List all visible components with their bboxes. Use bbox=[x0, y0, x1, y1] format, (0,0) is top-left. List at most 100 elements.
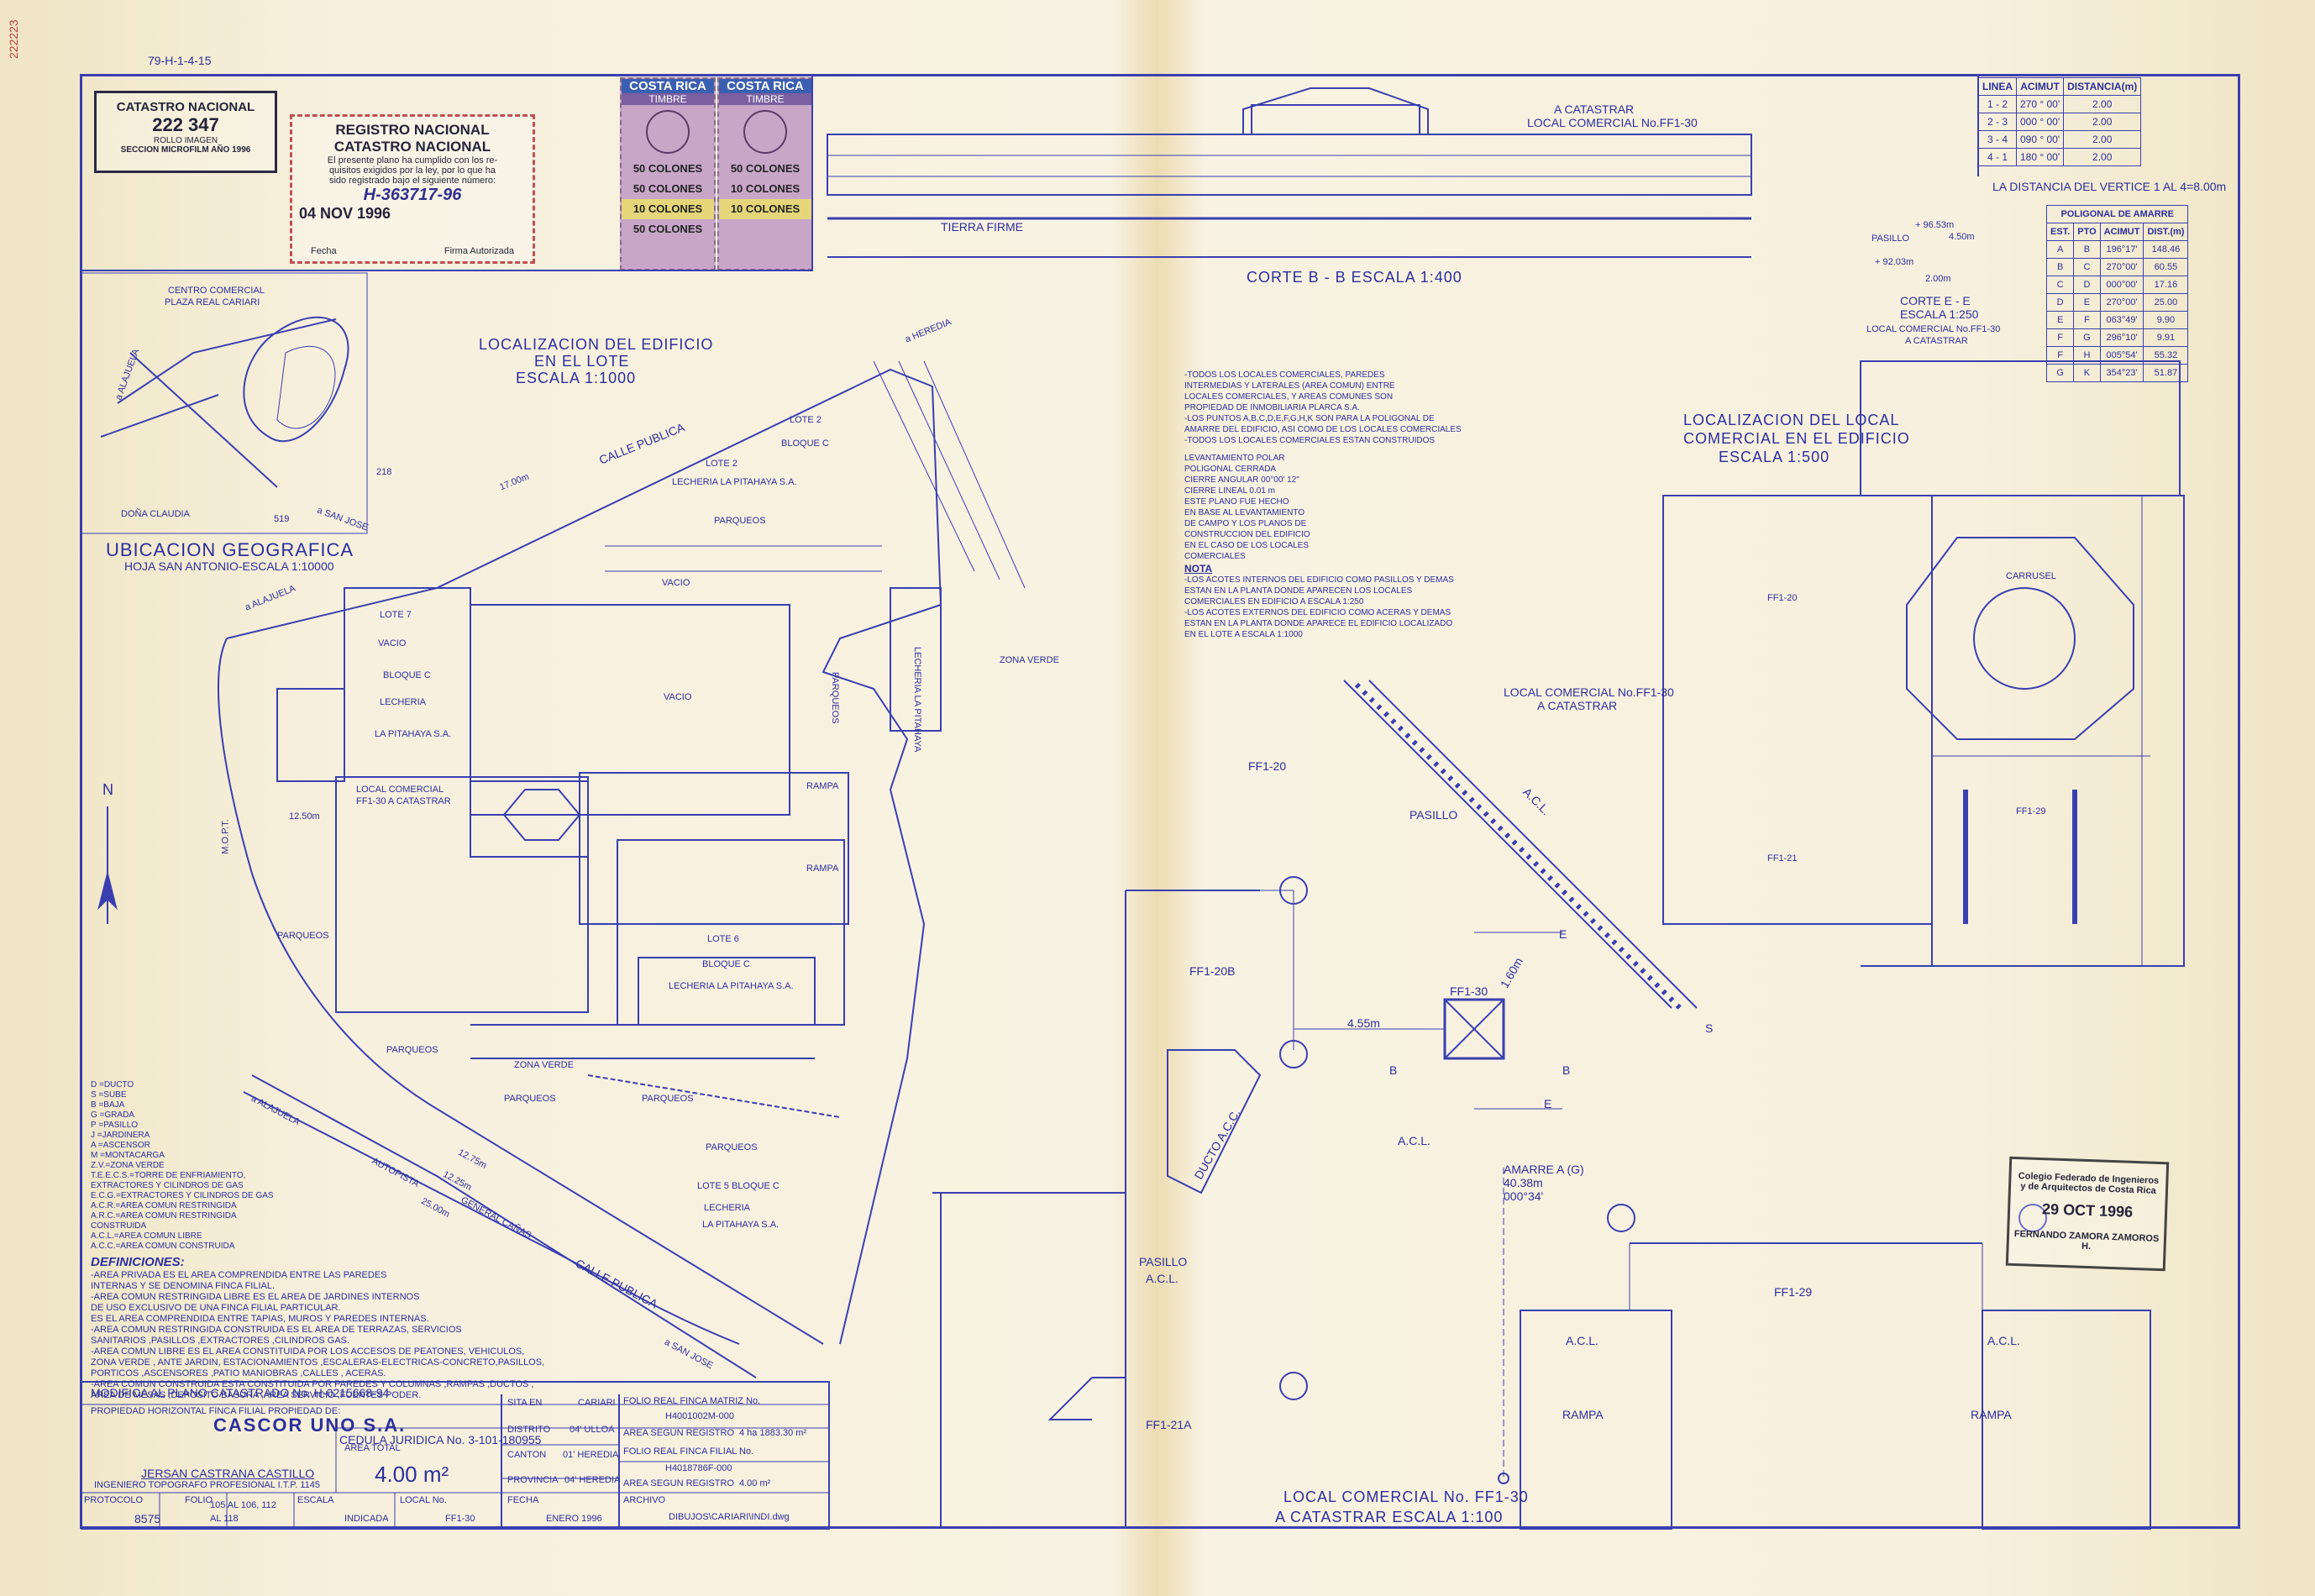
registro-title1: REGISTRO NACIONAL bbox=[335, 122, 490, 138]
map-road-dona-claudia: DOÑA CLAUDIA bbox=[121, 509, 190, 519]
floor-plan-callout2: A CATASTRAR bbox=[1537, 699, 1618, 712]
table-cell: 354°23' bbox=[2099, 364, 2144, 382]
note-line: EN EL LOTE A ESCALA 1:1000 bbox=[1184, 630, 1303, 639]
fecha-value: ENERO 1996 bbox=[546, 1514, 602, 1524]
site-plan-title1: LOCALIZACION DEL EDIFICIO bbox=[479, 336, 714, 353]
note-line: CONSTRUCCION DEL EDIFICIO bbox=[1184, 530, 1310, 539]
site-parqueos5: PARQUEOS bbox=[642, 1094, 694, 1104]
note-line: EN EL CASO DE LOS LOCALES bbox=[1184, 541, 1310, 550]
note-line: LOCALES COMERCIALES, Y AREAS COMUNES SON bbox=[1184, 392, 1394, 402]
local-label: LOCAL No. bbox=[400, 1495, 447, 1505]
table-cell: 180 ° 00' bbox=[2015, 148, 2065, 166]
table-cell: 3 - 4 bbox=[1978, 130, 2017, 149]
registro-fecha-label: Fecha bbox=[311, 246, 337, 256]
note-line: CIERRE ANGULAR 00°00' 12" bbox=[1184, 475, 1299, 485]
table-cell: B bbox=[2073, 240, 2101, 259]
engineer-title: INGENIERO TOPOGRAFO PROFESIONAL I.T.P. 1… bbox=[94, 1480, 320, 1490]
site-dim-1250: 12.50m bbox=[289, 811, 320, 822]
floor-plan-callout: LOCAL COMERCIAL No.FF1-30 bbox=[1504, 685, 1674, 699]
legend-item: G =GRADA bbox=[91, 1110, 134, 1120]
stamp1-value: 50 COLONES bbox=[633, 162, 703, 175]
stamp2-label: TIMBRE bbox=[719, 93, 811, 105]
map-node-519: 519 bbox=[274, 514, 290, 524]
propiedad-label: PROPIEDAD HORIZONTAL FINCA FILIAL PROPIE… bbox=[91, 1406, 341, 1416]
table-cell: B bbox=[2045, 258, 2075, 276]
detail-ff1-20b: FF1-20B bbox=[1189, 964, 1236, 978]
site-bloque-c3: BLOQUE C bbox=[702, 959, 750, 969]
registro-firma-label: Firma Autorizada bbox=[444, 246, 514, 256]
general-notes: -TODOS LOS LOCALES COMERCIALES, PAREDES … bbox=[1184, 370, 1462, 640]
site-parqueos3: PARQUEOS bbox=[386, 1045, 438, 1055]
definition-line: -AREA COMUN RESTRINGIDA LIBRE ES EL AREA… bbox=[91, 1292, 420, 1302]
detail-s-marker: S bbox=[1705, 1021, 1714, 1035]
note-line: AMARRE DEL EDIFICIO, ASI COMO DE LOS LOC… bbox=[1184, 425, 1462, 434]
registro-date: 04 NOV 1996 bbox=[299, 205, 391, 222]
area-registro2-value: 4.00 m² bbox=[739, 1478, 771, 1488]
table-cell: 2.00 bbox=[2063, 130, 2142, 149]
seal-icon bbox=[743, 110, 787, 154]
table-header: PTO bbox=[2073, 223, 2101, 241]
detail-acl4: A.C.L. bbox=[1566, 1334, 1598, 1347]
table-cell: 2.00 bbox=[2063, 148, 2142, 166]
legend-item: CONSTRUIDA bbox=[91, 1221, 147, 1231]
note-line: INTERMEDIAS Y LATERALES (AREA COMUN) ENT… bbox=[1184, 381, 1395, 391]
table-cell: C bbox=[2045, 276, 2075, 294]
folio-matriz-label: FOLIO REAL FINCA MATRIZ No. bbox=[623, 1396, 761, 1406]
table-cell: 270 ° 00' bbox=[2015, 95, 2065, 113]
detail-acl5: A.C.L. bbox=[1987, 1334, 2020, 1347]
corte-ee-dim4: 2.00m bbox=[1925, 274, 1951, 284]
owner-name: CASCOR UNO S.A. bbox=[213, 1415, 407, 1436]
table-cell: 25.00 bbox=[2143, 293, 2189, 312]
site-lecheria3: LECHERIA LA PITAHAYA S.A. bbox=[669, 981, 794, 991]
legend-item: A.C.R.=AREA COMUN RESTRINGIDA bbox=[91, 1201, 237, 1210]
note-line: CIERRE LINEAL 0.01 m bbox=[1184, 486, 1276, 496]
site-pitahaya: LA PITAHAYA S.A. bbox=[375, 729, 452, 739]
table-cell: 063°49' bbox=[2099, 311, 2144, 329]
floor-ff1-29: FF1-29 bbox=[2016, 806, 2046, 816]
detail-acl2: A.C.L. bbox=[1398, 1134, 1430, 1147]
location-map-subtitle: HOJA SAN ANTONIO-ESCALA 1:10000 bbox=[124, 559, 334, 573]
table-cell: G bbox=[2045, 364, 2075, 382]
detail-amarre1: AMARRE A (G) bbox=[1504, 1163, 1584, 1176]
site-vacio3: VACIO bbox=[664, 692, 692, 702]
colegio-name: FERNANDO ZAMORA ZAMOROS H. bbox=[2013, 1228, 2160, 1252]
detail-b-marker2: B bbox=[1562, 1063, 1571, 1077]
table-cell: 2.00 bbox=[2063, 113, 2142, 131]
corte-ee-pasillo: PASILLO bbox=[1871, 234, 1910, 244]
definition-line: -AREA COMUN LIBRE ES EL AREA CONSTITUIDA… bbox=[91, 1347, 525, 1357]
provincia-label: PROVINCIA bbox=[507, 1475, 559, 1485]
legend-item: A.R.C.=AREA COMUN RESTRINGIDA bbox=[91, 1211, 237, 1221]
definition-line: ES EL AREA COMPRENDIDA ENTRE TAPIAS, MUR… bbox=[91, 1314, 429, 1324]
table-cell: A bbox=[2045, 240, 2075, 259]
modifica-plano: MODIFICA AL PLANO CATASTRADO No. H-02156… bbox=[91, 1386, 390, 1399]
corte-ee-dim1: + 96.53m bbox=[1915, 220, 1955, 230]
site-local2: FF1-30 A CATASTRAR bbox=[356, 796, 451, 806]
detail-ff1-20: FF1-20 bbox=[1248, 759, 1287, 773]
note-line: ESTAN EN LA PLANTA DONDE APARECEN LOS LO… bbox=[1184, 586, 1413, 596]
table-header: EST. bbox=[2045, 223, 2075, 241]
table-cell: F bbox=[2073, 311, 2101, 329]
amarre-title: POLIGONAL DE AMARRE bbox=[2045, 205, 2189, 223]
table-cell: 60.55 bbox=[2143, 258, 2189, 276]
section-title: CORTE B - B ESCALA 1:400 bbox=[1247, 269, 1462, 286]
note-line: POLIGONAL CERRADA bbox=[1184, 465, 1277, 474]
table-header: LINEA bbox=[1978, 77, 2017, 96]
table-cell: 148.46 bbox=[2143, 240, 2189, 259]
legend: D =DUCTO S =SUBE B =BAJA G =GRADA P =PAS… bbox=[91, 1080, 274, 1252]
detail-dim-455: 4.55m bbox=[1347, 1016, 1380, 1030]
fecha-label: FECHA bbox=[507, 1495, 539, 1505]
area-registro-value: 4 ha 1883.30 m² bbox=[739, 1428, 807, 1438]
detail-rampa: RAMPA bbox=[1562, 1408, 1604, 1421]
floor-plan-title2: COMERCIAL EN EL EDIFICIO bbox=[1683, 430, 1910, 447]
acimut-note: LA DISTANCIA DEL VERTICE 1 AL 4=8.00m bbox=[1992, 180, 2227, 193]
note-line: ESTE PLANO FUE HECHO bbox=[1184, 497, 1289, 507]
note-line: COMERCIALES bbox=[1184, 552, 1246, 561]
table-cell: 9.91 bbox=[2143, 328, 2189, 347]
floor-ff1-20: FF1-20 bbox=[1767, 593, 1798, 603]
floor-ff1-21: FF1-21 bbox=[1767, 853, 1798, 864]
map-mall2: PLAZA REAL CARIARI bbox=[165, 297, 260, 307]
corte-ee-title: CORTE E - E bbox=[1900, 294, 1971, 307]
detail-e-marker2: E bbox=[1544, 1097, 1552, 1110]
